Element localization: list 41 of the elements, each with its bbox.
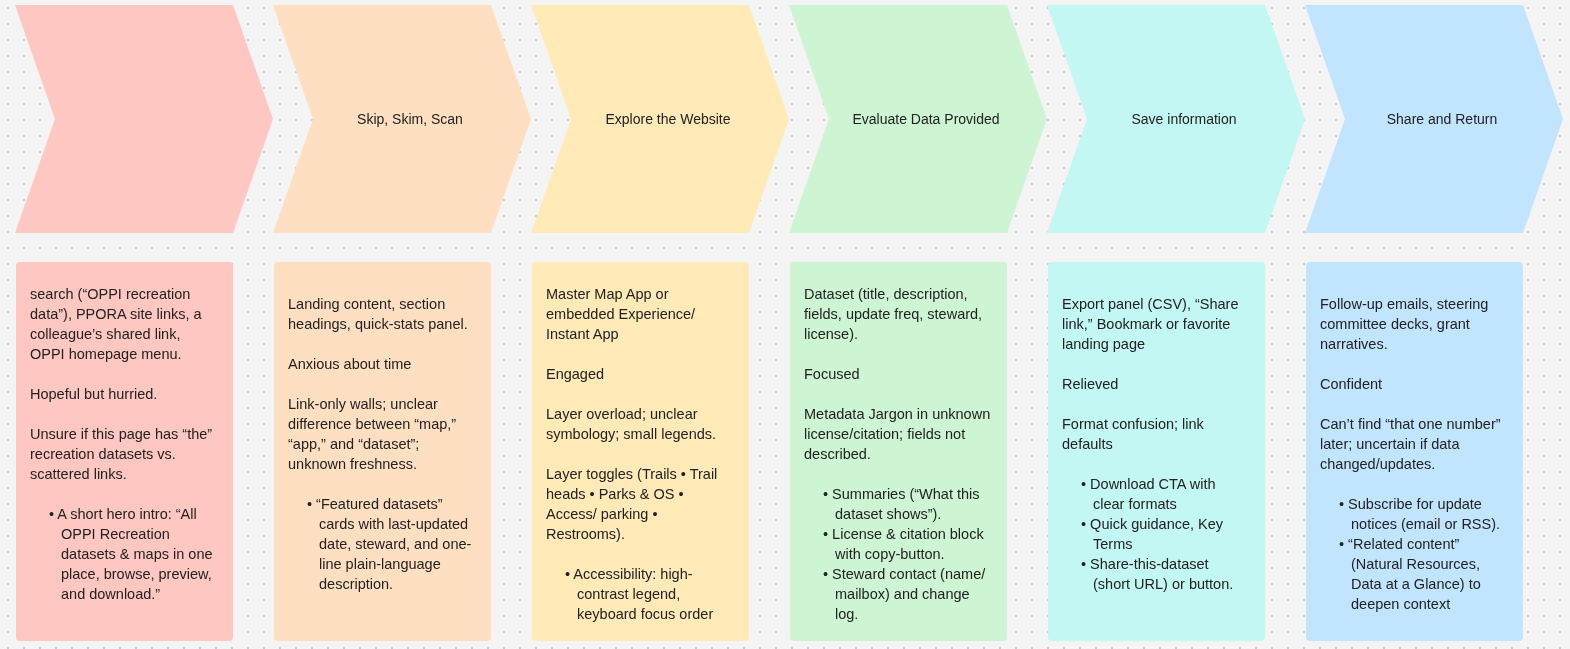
note-text: Layer overload; unclear symbology; small legends.: [546, 405, 718, 444]
note-text: Landing content, section headings, quick-stats panel.: [288, 295, 469, 334]
bullet-item: • Download CTA with clear formats: [1081, 475, 1217, 514]
note-card: [790, 262, 1007, 641]
note-text: Link-only walls; unclear difference between “map,” “app,” and “dataset”; unknown freshness.: [288, 395, 458, 474]
note-text: Unsure if this page has “the” recreation datasets vs. scattered links.: [30, 425, 214, 484]
note-text: Follow-up emails, steering committee decks, grant narratives.: [1320, 295, 1490, 354]
stage-title: Save information: [1131, 110, 1237, 129]
note-text: Can’t find “that one number” later; uncertain if data changed/updates.: [1320, 415, 1502, 474]
note-text: Metadata Jargon in unknown license/citation; fields not described.: [804, 405, 991, 464]
stage-title: Explore the Website: [605, 110, 731, 129]
bullet-item: • “Related content” (Natural Resources, Data at a Glance) to deepen context: [1339, 535, 1482, 614]
note-text: Relieved: [1062, 375, 1120, 394]
note-text: Master Map App or embedded Experience/ Instant App: [546, 285, 697, 344]
note-text: Format confusion; link defaults: [1062, 415, 1205, 454]
note-text: Focused: [804, 365, 861, 384]
note-text: Hopeful but hurried.: [30, 385, 159, 404]
note-text: Layer toggles (Trails • Trail heads • Parks & OS • Access/ parking • Restrooms).: [546, 465, 719, 544]
stage-title: Skip, Skim, Scan: [357, 110, 463, 129]
note-text: search (“OPPI recreation data”), PPORA site links, a colleague’s shared link, OPPI homepage menu.: [30, 285, 203, 364]
note-text: Dataset (title, description, fields, update freq, steward, license).: [804, 285, 984, 344]
bullet-item: • “Featured datasets” cards with last-updated date, steward, and one-line plain-language description.: [307, 495, 473, 594]
bullet-item: • License & citation block with copy-button.: [823, 525, 985, 564]
bullet-item: • Share-this-dataset (short URL) or button.: [1081, 555, 1235, 594]
stage-title: Evaluate Data Provided: [852, 110, 1000, 129]
note-card: [274, 262, 491, 641]
bullet-item: • Quick guidance, Key Terms: [1081, 515, 1225, 554]
note-card: [1306, 262, 1523, 641]
note-card: [1048, 262, 1265, 641]
bullet-item: • Summaries (“What this dataset shows”).: [823, 485, 981, 524]
note-text: Export panel (CSV), “Share link,” Bookmark or favorite landing page: [1062, 295, 1240, 354]
note-text: Anxious about time: [288, 355, 413, 374]
bullet-item: • Accessibility: high-contrast legend, keyboard focus order: [565, 565, 715, 624]
note-text: Confident: [1320, 375, 1384, 394]
bullet-item: • A short hero intro: “All OPPI Recreation datasets & maps in one place, browse, preview, and download.”: [49, 505, 214, 604]
bullet-item: • Subscribe for update notices (email or RSS).: [1339, 495, 1502, 534]
note-card: [532, 262, 749, 641]
bullet-item: • Steward contact (name/ mailbox) and change log.: [823, 565, 987, 624]
note-text: Engaged: [546, 365, 606, 384]
note-card: [16, 262, 233, 641]
stage-title: Share and Return: [1386, 110, 1498, 129]
